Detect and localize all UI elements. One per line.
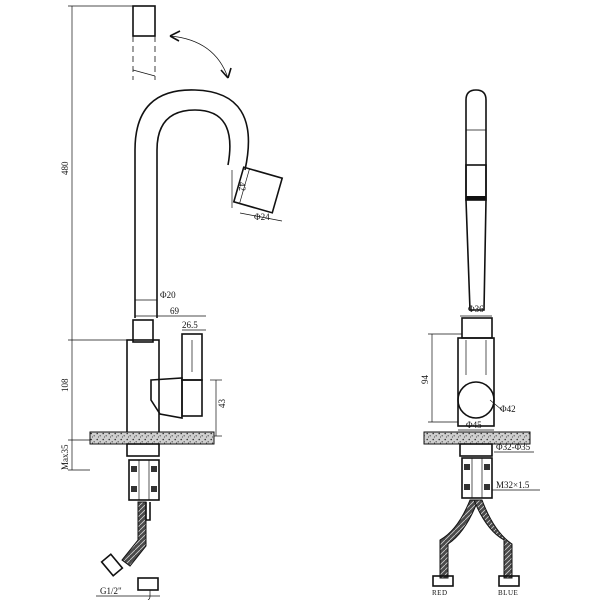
dim-connector-thread: G1/2" (100, 586, 122, 596)
side-faucet-body (457, 337, 495, 427)
side-handle-knob (457, 381, 495, 419)
side-view: Φ36 94 Φ42 Φ45 Φ32-Φ35 (420, 89, 540, 597)
dim-handle-width: 26.5 (182, 320, 198, 330)
dim-handle-height: 43 (217, 399, 227, 409)
side-hot-hose (439, 499, 479, 579)
dim-spout-height: 480 (60, 161, 70, 175)
rotation-arrow-head-1 (169, 30, 181, 42)
hot-hose-label: RED (432, 589, 448, 597)
front-faucet-body (126, 339, 160, 441)
dim-side-hole-range: Φ32-Φ35 (496, 442, 531, 452)
front-countertop (89, 431, 215, 445)
dim-spout-tip-diameter: Φ24 (254, 212, 270, 222)
dim-side-top-diameter: Φ36 (468, 304, 484, 314)
front-supply-hose (121, 501, 147, 567)
dim-side-shank-thread: M32×1.5 (496, 480, 530, 490)
front-spout-extension (132, 5, 156, 80)
dim-max-deck-thickness: Max35 (60, 444, 70, 470)
dim-side-base-diameter: Φ45 (466, 420, 482, 430)
front-handle-lever (150, 377, 183, 419)
front-spout-outlet (232, 166, 284, 214)
dim-body-reach: 69 (170, 306, 180, 316)
front-view: 42 Φ24 Φ20 69 26.5 43 (60, 5, 284, 600)
cold-hose-label: BLUE (498, 589, 518, 597)
dim-body-height: 108 (60, 378, 70, 392)
front-mounting-nut (128, 459, 160, 501)
dim-side-body-height: 94 (420, 375, 430, 385)
side-mounting-nut (461, 457, 493, 499)
side-cold-hose (473, 499, 513, 579)
rotation-arrow-head-2 (220, 67, 232, 79)
dim-spout-diameter: Φ20 (160, 290, 176, 300)
front-gooseneck-spout (134, 89, 250, 318)
dim-side-knob-diameter: Φ42 (500, 404, 516, 414)
dim-spout-tip-width: 42 (237, 182, 247, 191)
rotation-arrow-icon (169, 35, 229, 79)
